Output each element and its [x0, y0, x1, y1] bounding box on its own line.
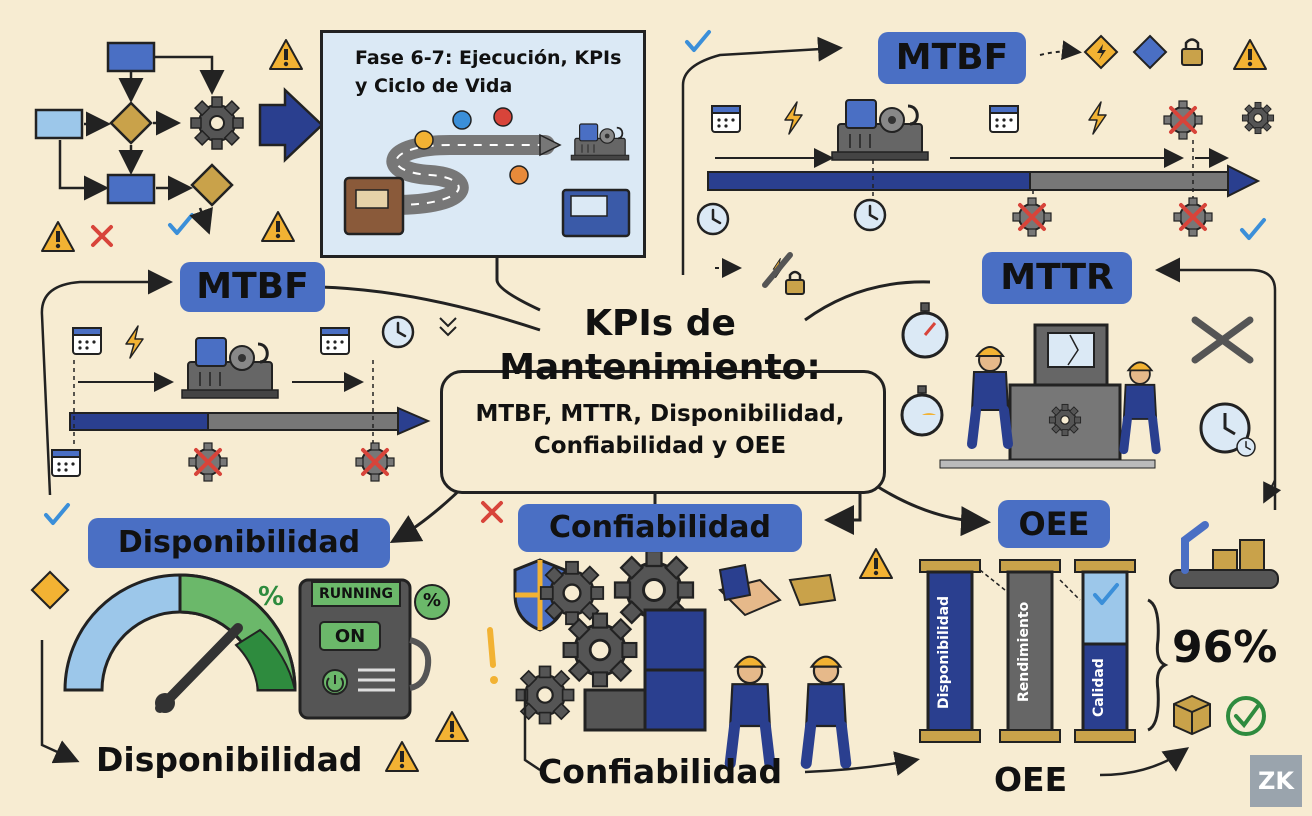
warning-icon: [261, 211, 295, 242]
confiabilidad-label: Confiabilidad: [518, 504, 802, 552]
warning-icon: [435, 711, 469, 742]
check-icon: [685, 30, 711, 52]
center-title-box: [440, 370, 886, 494]
mttr-scene: [900, 257, 1282, 589]
lightning-icon: [125, 325, 144, 359]
mtbf-left-timeline: [40, 269, 457, 525]
disponibilidad-bottom-label: Disponibilidad: [96, 740, 363, 779]
flowchart-cluster: [34, 39, 324, 252]
mtbf-top-timeline: [681, 30, 1275, 295]
gear-icon: [190, 96, 244, 150]
broken-gear-icon: [1011, 196, 1053, 238]
disponibilidad-label: Disponibilidad: [88, 518, 390, 568]
broken-gear-icon: [354, 441, 396, 483]
mtbf-top-label: MTBF: [878, 32, 1026, 84]
mtbf-left-label: MTBF: [180, 262, 325, 312]
calendar-icon: [72, 327, 102, 355]
broken-gear-icon: [1162, 99, 1204, 141]
clock-icon: [853, 198, 887, 232]
pillar-label: Rendimiento: [1016, 601, 1032, 703]
confiabilidad-bottom-label: Confiabilidad: [538, 752, 783, 791]
warning-icon: [41, 221, 75, 252]
x-mark-icon: [481, 501, 503, 523]
broken-gear-icon: [187, 441, 229, 483]
broken-gear-icon: [1172, 196, 1214, 238]
calendar-icon: [711, 105, 741, 133]
oee-percentage: 96%: [1172, 622, 1278, 673]
phase-art: [343, 107, 631, 238]
warning-icon: [859, 548, 893, 579]
calendar-icon: [51, 449, 81, 477]
oee-bottom-label: OEE: [994, 760, 1068, 799]
device-on-button[interactable]: ON: [334, 626, 366, 647]
calendar-icon: [320, 327, 350, 355]
check-icon: [1240, 218, 1266, 240]
pillar-label: Calidad: [1091, 658, 1107, 718]
check-icon: [44, 503, 70, 525]
device-status: RUNNING: [319, 586, 393, 602]
center-subtitle: MTBF, MTTR, Disponibilidad, Confiabilida…: [475, 401, 845, 459]
oee-label: OEE: [998, 500, 1110, 548]
svg-text:%: %: [258, 582, 284, 612]
clock-icon: [381, 315, 415, 349]
lightning-icon: [1088, 101, 1107, 135]
check-icon: [168, 213, 194, 235]
percent-badge: %: [422, 590, 442, 611]
clock-icon: [696, 202, 730, 236]
pillar-label: Disponibilidad: [936, 595, 952, 709]
lightning-icon: [784, 101, 803, 135]
warning-icon: [269, 39, 303, 70]
disponibilidad-scene: %: [30, 570, 469, 772]
phase-title: Fase 6-7: Ejecución, KPIs y Ciclo de Vid…: [355, 47, 622, 97]
warning-icon: [385, 741, 419, 772]
warning-icon: [1233, 39, 1267, 70]
mttr-label: MTTR: [982, 252, 1132, 304]
x-mark-icon: [91, 225, 113, 247]
oee-scene: [919, 559, 1266, 777]
big-arrow-right: [258, 87, 324, 163]
calendar-icon: [989, 105, 1019, 133]
confiabilidad-scene: [481, 501, 920, 776]
watermark-logo: ZK: [1250, 755, 1302, 807]
center-title: KPIs de Mantenimiento:: [499, 303, 821, 388]
